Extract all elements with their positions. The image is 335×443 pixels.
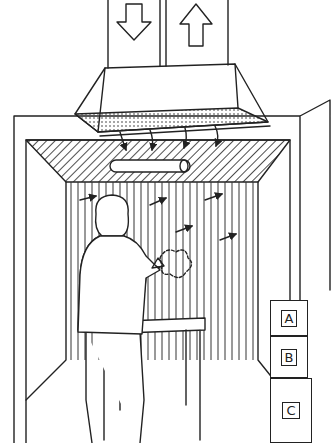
storage-box: B: [270, 336, 308, 378]
storage-box: C: [270, 378, 312, 443]
airflow-arrow: [184, 128, 186, 148]
up-arrow: [180, 4, 212, 46]
box-letter: C: [282, 402, 299, 419]
airflow-arrow: [80, 196, 96, 200]
airflow-arrow: [215, 126, 218, 146]
booth-frame: [14, 100, 330, 443]
lamp-tube: [110, 160, 190, 172]
exhaust-duct: [166, 0, 228, 66]
box-letter: A: [281, 310, 298, 327]
airflow-arrow: [220, 234, 236, 240]
person-body: [78, 236, 160, 443]
spray-cloud: [160, 250, 192, 278]
box-letter: B: [281, 349, 298, 366]
person-torso: [78, 236, 160, 334]
booth-opening: [26, 140, 290, 443]
airflow-arrow: [120, 132, 126, 150]
airflow-arrow: [150, 198, 166, 205]
airflow-arrow: [176, 226, 192, 232]
storage-box: A: [270, 300, 308, 336]
airflow-arrow: [150, 130, 153, 150]
intake-duct: [108, 0, 160, 68]
hood: [75, 64, 268, 132]
down-arrow: [117, 4, 151, 40]
back-wall: [66, 182, 258, 360]
airflow-arrow: [205, 194, 222, 200]
person-head: [96, 195, 129, 236]
wall-edges: [26, 182, 290, 400]
hatched-ceiling: [26, 140, 290, 182]
lamp-end: [180, 160, 188, 172]
